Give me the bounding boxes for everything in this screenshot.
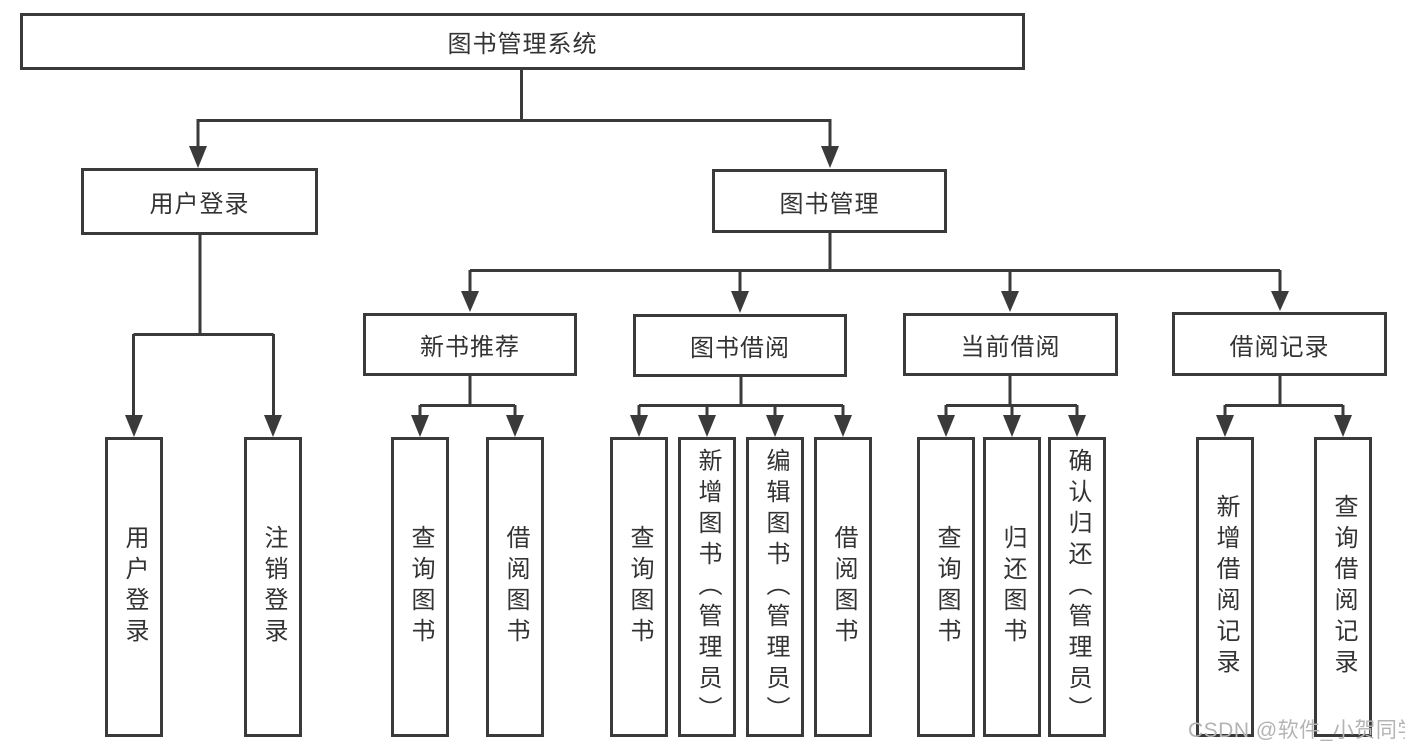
node-library-management-system: 图书管理系统 (20, 13, 1025, 70)
leaf-add-borrow-record: 新增借阅记录 (1196, 437, 1254, 737)
node-label: 图书借阅 (690, 335, 790, 362)
connector-userlogin-to-leaves (125, 235, 282, 437)
node-label: 图书管理 (779, 190, 880, 218)
leaf-label: 查询图书 (407, 525, 434, 649)
leaf-return-book: 归还图书 (983, 437, 1041, 737)
leaf-label: 用户登录 (121, 525, 148, 649)
csdn-watermark: CSDN @软件_小贺同学 (1188, 719, 1405, 742)
node-book-management: 图书管理 (712, 169, 947, 233)
node-user-login: 用户登录 (81, 168, 318, 235)
leaf-edit-book-admin: 编辑图书（管理员） (746, 437, 804, 737)
connector-records-to-leaves (1216, 376, 1352, 437)
node-label: 用户登录 (149, 191, 250, 218)
leaf-query-books-recommend: 查询图书 (391, 437, 449, 737)
leaf-query-books-current: 查询图书 (917, 437, 975, 737)
leaf-label: 借阅图书 (502, 525, 529, 649)
connector-bookborrow-to-leaves (630, 377, 852, 437)
node-label: 当前借阅 (960, 334, 1061, 361)
leaf-user-login: 用户登录 (105, 437, 163, 737)
connector-current-to-leaves (937, 376, 1086, 437)
leaf-label: 归还图书 (999, 525, 1026, 649)
connector-newbook-to-leaves (411, 376, 524, 437)
leaf-query-borrow-record: 查询借阅记录 (1314, 437, 1372, 737)
leaf-add-book-admin: 新增图书（管理员） (678, 437, 736, 737)
leaf-label: 注销登录 (260, 525, 287, 649)
node-new-book-recommend: 新书推荐 (363, 313, 577, 376)
node-book-borrowing: 图书借阅 (633, 314, 847, 377)
leaf-label: 新增图书（管理员） (694, 447, 721, 727)
node-label: 新书推荐 (420, 334, 520, 361)
node-borrow-records: 借阅记录 (1172, 312, 1387, 376)
leaf-label: 新增借阅记录 (1212, 494, 1239, 680)
leaf-borrow-books-recommend: 借阅图书 (486, 437, 544, 737)
leaf-label: 查询借阅记录 (1330, 494, 1357, 680)
leaf-label: 查询图书 (626, 525, 653, 649)
leaf-label: 借阅图书 (830, 525, 857, 649)
node-current-borrowing: 当前借阅 (903, 313, 1118, 376)
connector-bookmgmt-to-level3 (461, 233, 1289, 313)
leaf-query-books-borrowing: 查询图书 (610, 437, 668, 737)
leaf-label: 确认归还（管理员） (1064, 447, 1091, 727)
node-label: 图书管理系统 (447, 31, 598, 58)
leaf-label: 编辑图书（管理员） (762, 447, 789, 727)
node-label: 借阅记录 (1229, 333, 1330, 361)
leaf-label: 查询图书 (933, 525, 960, 649)
leaf-confirm-return-admin: 确认归还（管理员） (1048, 437, 1106, 737)
leaf-borrow-books-borrowing: 借阅图书 (814, 437, 872, 737)
leaf-logout-login: 注销登录 (244, 437, 302, 737)
connector-root-to-level2 (189, 70, 839, 168)
